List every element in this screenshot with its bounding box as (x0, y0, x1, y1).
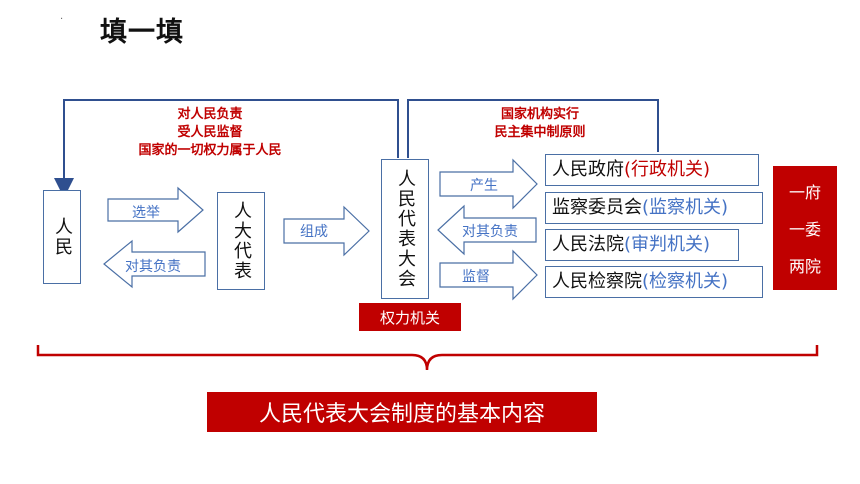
supervise-label: 监督 (462, 269, 490, 285)
note-line: 对人民负责 (177, 107, 243, 122)
group-label: 一委 (788, 219, 821, 239)
organ-procuratorate: 人民检察院(检察机关) (545, 266, 763, 298)
npc-deputies-box: 人大代表 (217, 192, 265, 290)
people-box: 人民 (43, 190, 81, 284)
organ-supervisory: 监察委员会(监察机关) (545, 192, 763, 224)
summary-label: 人民代表大会制度的基本内容 (207, 392, 597, 432)
note-line: 民主集中制原则 (494, 125, 586, 140)
organ-name: 人民法院 (552, 234, 624, 255)
top-left-note: 对人民负责 受人民监督 国家的一切权力属于人民 (110, 106, 310, 160)
note-line: 受人民监督 (177, 125, 243, 140)
organ-court: 人民法院(审判机关) (545, 229, 739, 261)
organ-type: (监察机关) (642, 197, 729, 218)
decorative-dot: · (60, 14, 64, 25)
organ-type: (行政机关) (624, 159, 711, 180)
power-organ-label: 权力机关 (359, 303, 461, 331)
organ-government: 人民政府(行政机关) (545, 154, 759, 186)
elect-label: 选举 (132, 205, 160, 221)
feedback-line-left (54, 99, 399, 198)
organ-name: 人民检察院 (552, 271, 642, 292)
feedback-line-right (407, 99, 659, 158)
organ-name: 监察委员会 (552, 197, 642, 218)
arrow-responsible-to-congress (437, 204, 537, 256)
organ-type: (检察机关) (642, 271, 729, 292)
arrow-elect (107, 186, 204, 234)
compose-label: 组成 (300, 224, 328, 240)
arrow-responsible-to-people (103, 239, 206, 289)
organ-name: 人民政府 (552, 159, 624, 180)
organ-type: (审判机关) (624, 234, 711, 255)
group-label: 一府 (788, 182, 821, 202)
one-gov-one-com-two-courts-box: 一府 一委 两院 (773, 166, 837, 290)
arrow-supervise (439, 249, 538, 301)
produce-label: 产生 (470, 178, 498, 194)
responsible-to-people-label: 对其负责 (125, 259, 181, 275)
arrow-produce (439, 158, 538, 210)
arrow-compose (283, 205, 370, 257)
group-label: 两院 (788, 257, 821, 277)
note-line: 国家机构实行 (500, 107, 579, 122)
congress-box: 人民代表大会 (381, 159, 429, 299)
summary-brace (36, 345, 819, 371)
top-right-note: 国家机构实行 民主集中制原则 (460, 106, 620, 142)
note-line: 国家的一切权力属于人民 (138, 143, 282, 158)
responsible-to-congress-label: 对其负责 (462, 224, 518, 240)
page-title: 填一填 (100, 17, 184, 48)
